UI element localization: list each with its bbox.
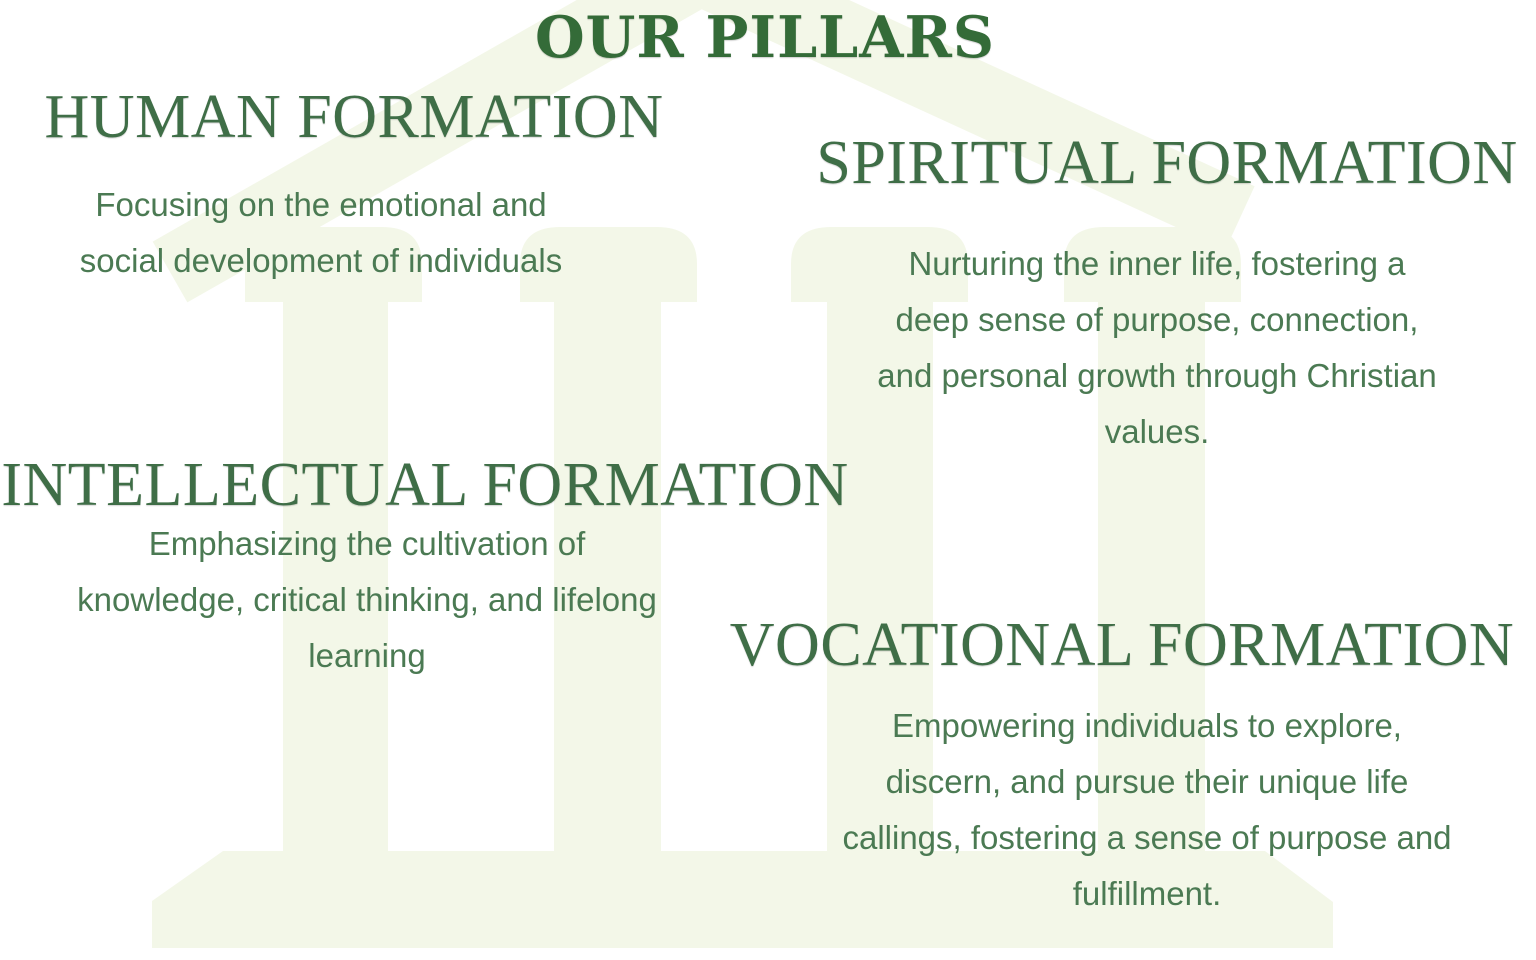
pillar-description-vocational: Empowering individuals to explore, disce…	[842, 707, 1452, 912]
pillar-heading-vocational: VOCATIONAL FORMATION	[729, 611, 1515, 679]
pediment	[152, 0, 1255, 303]
pillar-heading-human: HUMAN FORMATION	[44, 83, 664, 151]
column-shaft	[827, 290, 933, 852]
column-capital	[791, 227, 968, 302]
column-capital	[1064, 227, 1241, 302]
pillar-description-spiritual: Nurturing the inner life, fostering a de…	[877, 245, 1437, 450]
column-capital	[245, 227, 422, 302]
temple-base	[152, 851, 1333, 948]
pillar-heading-intellectual: INTELLECTUAL FORMATION	[1, 451, 849, 519]
page-title: OUR PILLARS	[534, 4, 995, 71]
column-shaft	[554, 290, 661, 852]
pillar-description-human: Focusing on the emotional and social dev…	[79, 186, 563, 279]
pillar-heading-spiritual: SPIRITUAL FORMATION	[816, 129, 1518, 197]
column-shaft	[1098, 290, 1205, 852]
pillar-description-intellectual: Emphasizing the cultivation of knowledge…	[77, 525, 657, 674]
column-capital	[520, 227, 697, 302]
column-shaft	[283, 290, 388, 852]
